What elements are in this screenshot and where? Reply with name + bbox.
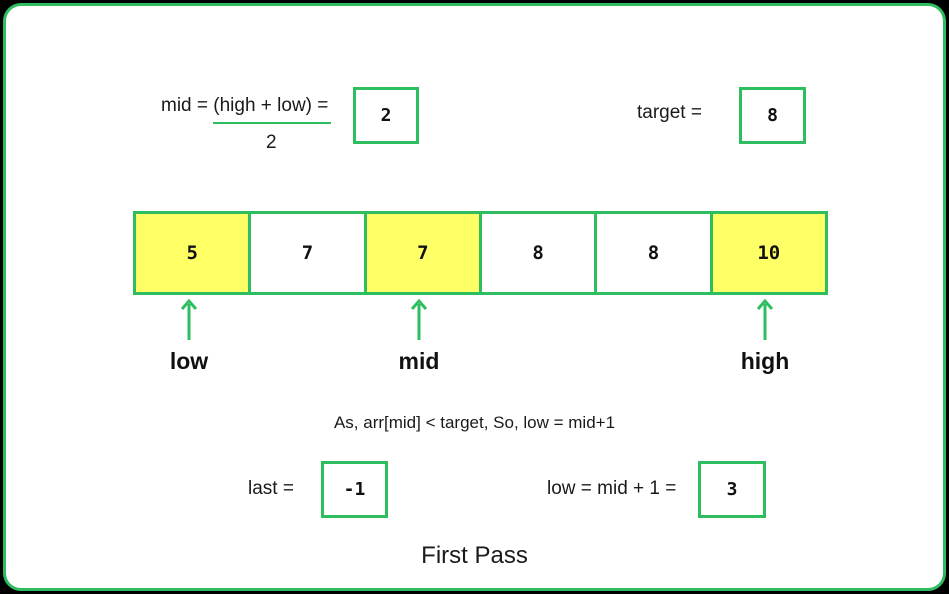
last-label: last = [248,478,294,499]
array-cell: 7 [363,211,482,295]
pointer-label-mid: mid [398,348,440,374]
mid-formula-denominator: 2 [266,132,277,153]
last-value-box: -1 [321,461,388,518]
pointer-mid: mid [389,298,449,375]
condition-text: As, arr[mid] < target, So, low = mid+1 [333,413,616,432]
low-update-label: low = mid + 1 = [547,478,677,499]
mid-formula-numerator: mid = (high + low) = [161,95,329,116]
arrow-up-icon [411,298,427,340]
target-label: target = [637,102,702,123]
array-cell: 5 [133,211,252,295]
fraction-bar [213,122,331,124]
low-update-value-box: 3 [698,461,766,518]
pointer-label-high: high [740,348,790,374]
array-cell: 7 [248,211,367,295]
mid-value-box: 2 [353,87,419,144]
arrow-up-icon [757,298,773,340]
pointer-high: high [735,298,795,375]
pointer-low: low [159,298,219,375]
array-cell: 8 [594,211,713,295]
target-value-box: 8 [739,87,806,144]
pointer-label-low: low [169,348,209,374]
arrow-up-icon [181,298,197,340]
array-cell: 8 [478,211,598,295]
array-cell: 10 [709,211,828,295]
caption: First Pass [421,542,528,569]
